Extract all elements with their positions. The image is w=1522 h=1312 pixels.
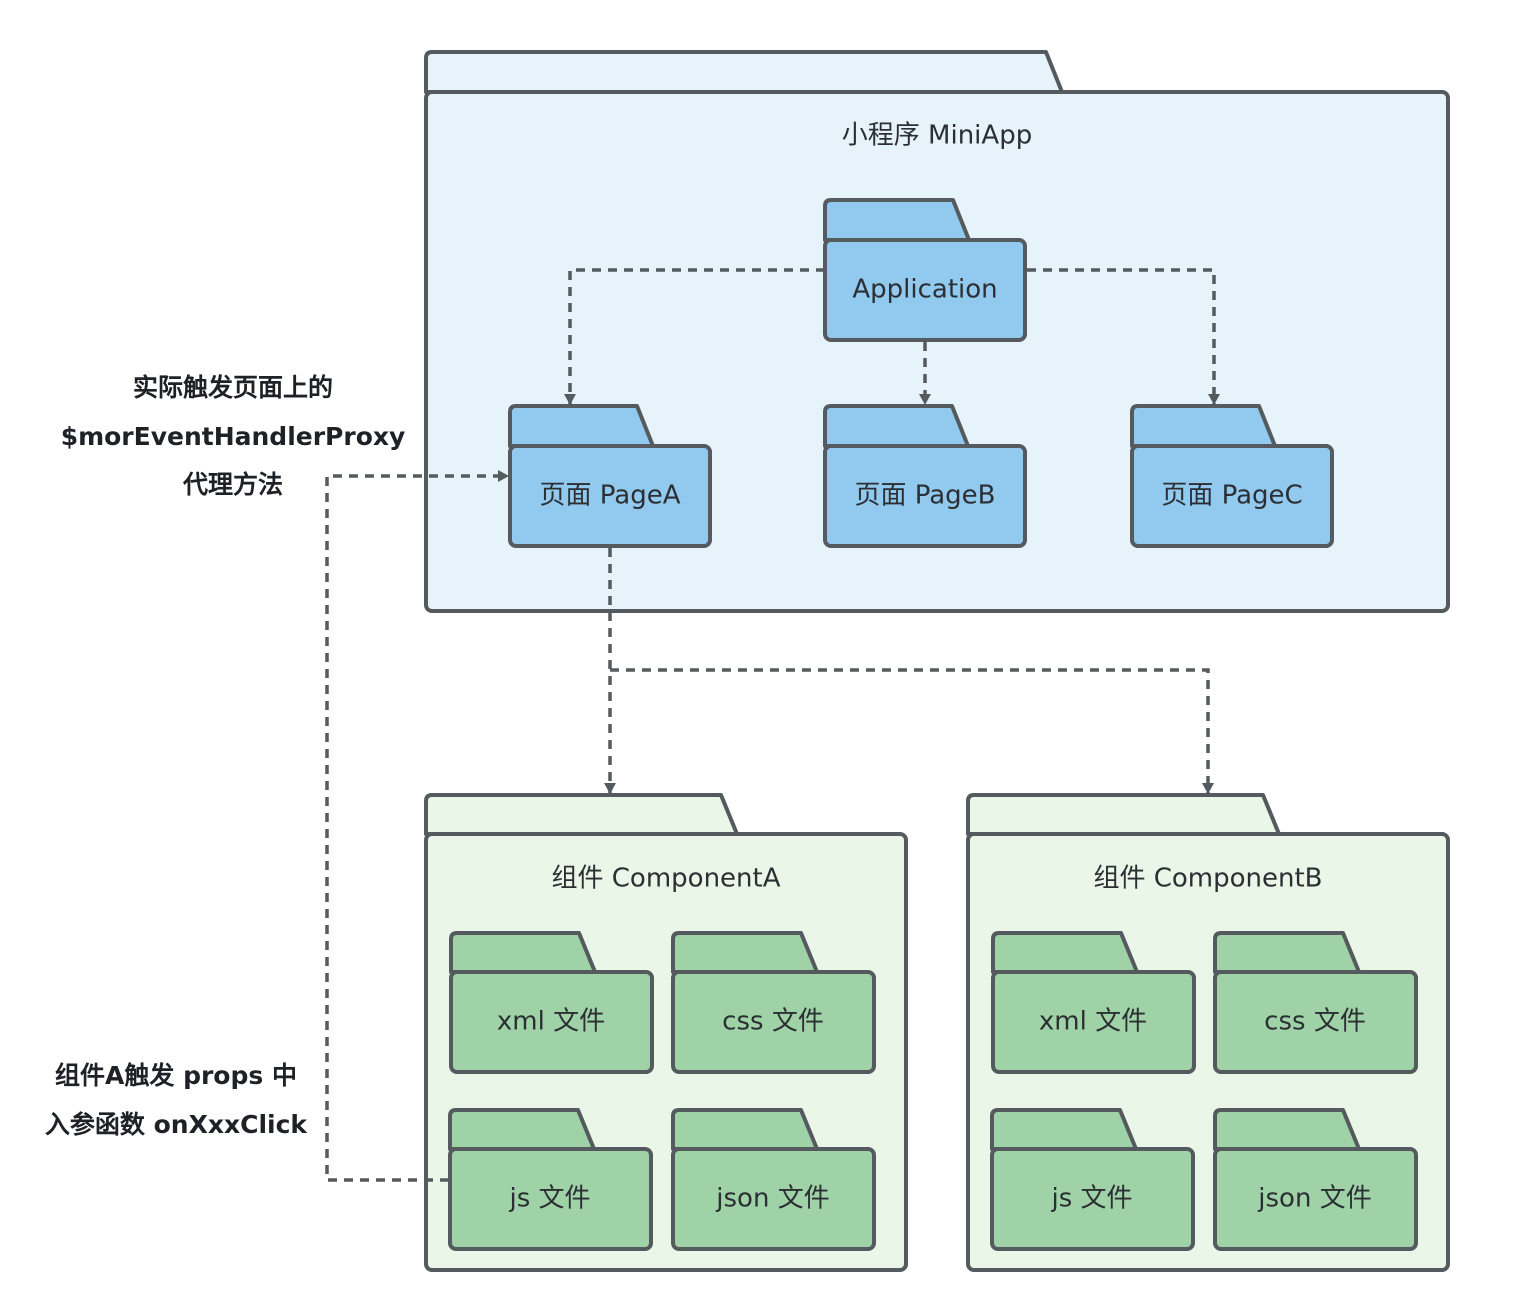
component-b-css-label: css 文件 (1264, 1007, 1366, 1037)
page-a-to-component-b-arrow (610, 668, 1214, 794)
component-b-js-file: js 文件 (990, 1108, 1195, 1251)
page-b-label: 页面 PageB (854, 481, 995, 511)
page-a-label: 页面 PageA (540, 481, 681, 511)
component-a-xml-file: xml 文件 (449, 931, 654, 1074)
component-b-xml-label: xml 文件 (1039, 1007, 1147, 1037)
proxy-note-line-3: 代理方法 (182, 470, 283, 499)
component-b-js-label: js 文件 (1050, 1184, 1132, 1214)
component-b-json-file: json 文件 (1213, 1108, 1418, 1251)
component-a-js-label: js 文件 (508, 1184, 590, 1214)
component-a-title: 组件 ComponentA (552, 864, 781, 894)
trigger-note: 组件A触发 props 中 入参函数 onXxxClick (45, 1061, 309, 1139)
application-node: Application (823, 198, 1027, 342)
component-b-css-file: css 文件 (1213, 931, 1418, 1074)
component-a-json-label: json 文件 (715, 1184, 829, 1214)
component-a-css-file: css 文件 (671, 931, 876, 1074)
trigger-note-line-1: 组件A触发 props 中 (55, 1061, 297, 1090)
proxy-note: 实际触发页面上的 $morEventHandlerProxy 代理方法 (61, 373, 406, 499)
proxy-note-line-2: $morEventHandlerProxy (61, 422, 406, 451)
trigger-note-line-2: 入参函数 onXxxClick (45, 1110, 309, 1139)
component-b-xml-file: xml 文件 (991, 931, 1196, 1074)
js-file-to-page-a-callback-arrow (325, 470, 509, 1182)
component-b-json-label: json 文件 (1257, 1184, 1371, 1214)
application-label: Application (852, 275, 997, 305)
miniapp-title: 小程序 MiniApp (842, 121, 1032, 151)
component-a-js-file: js 文件 (448, 1108, 653, 1251)
proxy-note-line-1: 实际触发页面上的 (133, 373, 333, 402)
page-c-node: 页面 PageC (1130, 404, 1334, 548)
page-c-label: 页面 PageC (1161, 481, 1302, 511)
app-to-page-c-arrow (1027, 268, 1220, 405)
component-a-json-file: json 文件 (671, 1108, 876, 1251)
page-a-node: 页面 PageA (508, 404, 712, 548)
component-b-title: 组件 ComponentB (1093, 864, 1322, 894)
app-to-page-a-arrow (564, 268, 825, 405)
page-b-node: 页面 PageB (823, 404, 1027, 548)
component-a-xml-label: xml 文件 (497, 1007, 605, 1037)
component-a-css-label: css 文件 (722, 1007, 824, 1037)
